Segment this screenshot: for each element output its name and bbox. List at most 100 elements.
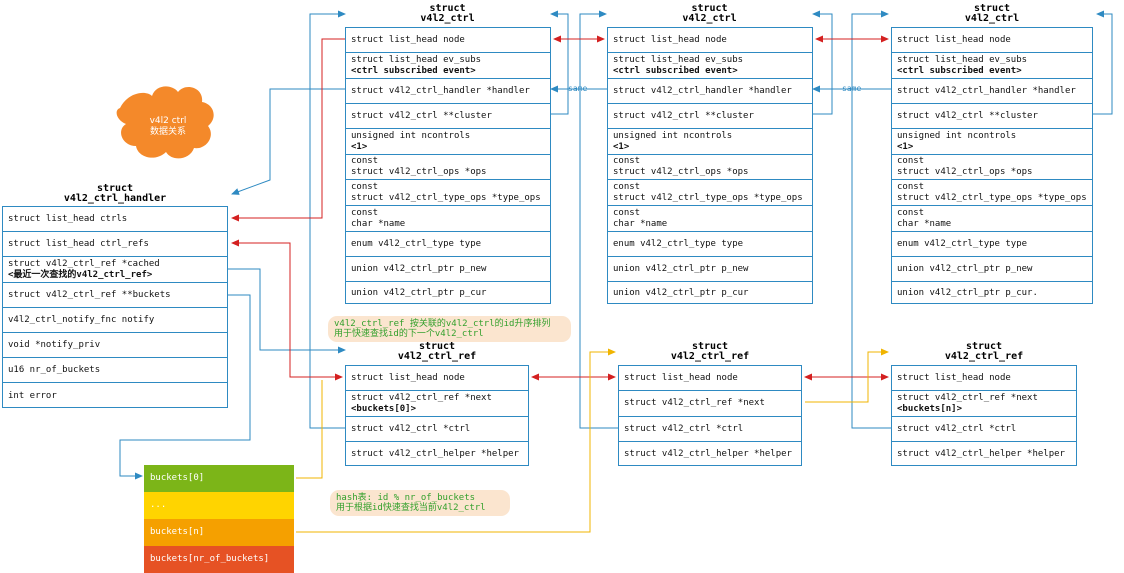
- ref-2-field-1-line-0: struct v4l2_ctrl_ref *next: [624, 398, 765, 408]
- ctrl-2-field-3-line-0: struct v4l2_ctrl **cluster: [613, 110, 754, 121]
- ctrl-title-3: struct v4l2_ctrl: [891, 4, 1093, 24]
- ctrl-1-field-2: struct v4l2_ctrl_handler *handler: [346, 79, 550, 104]
- ctrl-title-1: struct v4l2_ctrl: [345, 4, 550, 24]
- handler-field-0-line-0: struct list_head ctrls: [8, 213, 128, 224]
- bucket-last: buckets[nr_of_buckets]: [144, 546, 294, 573]
- ctrl-1-field-6-line-0: const: [351, 181, 379, 192]
- ctrl-1-field-8-line-0: enum v4l2_ctrl_type type: [351, 238, 482, 249]
- ctrl-1-field-4-line-1: <1>: [351, 141, 368, 152]
- handler-title-kw: struct: [96, 183, 134, 194]
- ctrl-1-field-7-line-1: char *name: [351, 218, 406, 229]
- bucket-ellipsis: ...: [144, 492, 294, 519]
- ctrl-2-field-1: struct list_head ev_subs<ctrl subscribed…: [608, 53, 812, 79]
- ctrl-2-field-5-line-0: const: [613, 156, 641, 166]
- handler-struct: struct list_head ctrls struct list_head c…: [2, 206, 228, 408]
- handler-field-5: void *notify_priv: [3, 333, 227, 358]
- ref-2-field-2-line-0: struct v4l2_ctrl *ctrl: [624, 423, 744, 434]
- leaf-caption: v4l2 ctrl 数据关系: [128, 116, 208, 138]
- next-links: [296, 348, 889, 533]
- same-label-1: same: [568, 84, 588, 93]
- ctrl-title-1-name: v4l2_ctrl: [420, 13, 475, 24]
- ref-1-field-3: struct v4l2_ctrl_helper *helper: [346, 442, 528, 467]
- ctrl-2-field-2: struct v4l2_ctrl_handler *handler: [608, 79, 812, 104]
- handler-field-4: v4l2_ctrl_notify_fnc notify: [3, 308, 227, 333]
- ctrl-3-field-9: union v4l2_ctrl_ptr p_new: [892, 257, 1092, 282]
- ctrl-3-field-1: struct list_head ev_subs<ctrl subscribed…: [892, 53, 1092, 79]
- ctrl-2-field-9-line-0: union v4l2_ctrl_ptr p_new: [613, 263, 749, 274]
- ref-2-field-0: struct list_head node: [619, 366, 801, 391]
- handler-field-0: struct list_head ctrls: [3, 207, 227, 232]
- leaf-shape: [116, 86, 214, 159]
- note-hash-table-line-1: hash表: id % nr_of_buckets: [336, 493, 476, 503]
- ctrl-1-field-4-line-0: unsigned int ncontrols: [351, 130, 471, 141]
- same-label-2: same: [842, 84, 862, 93]
- ref-title-1-kw: struct: [418, 341, 456, 352]
- ref-title-2-kw: struct: [691, 341, 729, 352]
- ctrl-2-field-0-line-0: struct list_head node: [613, 34, 727, 45]
- handler-field-7-line-0: int error: [8, 390, 57, 401]
- ref-title-3-kw: struct: [965, 341, 1003, 352]
- ref-2-field-2: struct v4l2_ctrl *ctrl: [619, 417, 801, 442]
- handler-field-2-line-0: struct v4l2_ctrl_ref *cached: [8, 258, 160, 269]
- handler-field-3-line-0: struct v4l2_ctrl_ref **buckets: [8, 289, 171, 300]
- ref-2-field-3: struct v4l2_ctrl_helper *helper: [619, 442, 801, 467]
- ref-struct-2: struct list_head node struct v4l2_ctrl_re…: [618, 365, 802, 466]
- handler-field-1-line-0: struct list_head ctrl_refs: [8, 238, 149, 249]
- ctrl-3-field-4-line-0: unsigned int ncontrols: [897, 130, 1017, 141]
- handler-field-5-line-0: void *notify_priv: [8, 339, 101, 350]
- ctrl-2-field-9: union v4l2_ctrl_ptr p_new: [608, 257, 812, 282]
- ref-title-3: struct v4l2_ctrl_ref: [891, 342, 1077, 362]
- ctrl-struct-2: struct list_head node struct list_head ev…: [607, 27, 813, 304]
- ctrl-3-field-3: struct v4l2_ctrl **cluster: [892, 104, 1092, 129]
- ref-1-field-1: struct v4l2_ctrl_ref *next<buckets[0]>: [346, 391, 528, 417]
- ctrl-2-field-6-line-1: struct v4l2_ctrl_type_ops *type_ops: [613, 192, 803, 203]
- ctrl-title-2-kw: struct: [691, 3, 728, 14]
- note-hash-table: hash表: id % nr_of_buckets 用于根据id快速查找当前v4…: [330, 490, 510, 516]
- ref-1-field-2-line-0: struct v4l2_ctrl *ctrl: [351, 423, 471, 434]
- ref-1-field-0-line-0: struct list_head node: [351, 372, 465, 383]
- handler-field-2-line-1: <最近一次查找的v4l2_ctrl_ref>: [8, 269, 153, 280]
- handler-field-1: struct list_head ctrl_refs: [3, 232, 227, 257]
- list-links: [231, 35, 889, 381]
- ctrl-3-field-4: unsigned int ncontrols<1>: [892, 129, 1092, 155]
- ctrl-2-field-4: unsigned int ncontrols<1>: [608, 129, 812, 155]
- handler-title-name: v4l2_ctrl_handler: [63, 193, 167, 204]
- ctrl-3-field-3-line-0: struct v4l2_ctrl **cluster: [897, 110, 1038, 121]
- bucket-0: buckets[0]: [144, 465, 294, 492]
- ctrl-title-1-kw: struct: [429, 3, 466, 14]
- ctrl-2-field-8-line-0: enum v4l2_ctrl_type type: [613, 238, 744, 249]
- ctrl-1-field-8: enum v4l2_ctrl_type type: [346, 232, 550, 257]
- ctrl-title-2: struct v4l2_ctrl: [607, 4, 812, 24]
- ctrl-2-field-1-line-0: struct list_head ev_subs: [613, 54, 744, 65]
- ctrl-3-field-6-line-1: struct v4l2_ctrl_type_ops *type_ops: [897, 192, 1087, 203]
- ctrl-1-field-3-line-0: struct v4l2_ctrl **cluster: [351, 110, 492, 121]
- ctrl-3-field-8-line-0: enum v4l2_ctrl_type type: [897, 238, 1028, 249]
- ref-1-field-0: struct list_head node: [346, 366, 528, 391]
- ref-title-1: struct v4l2_ctrl_ref: [345, 342, 529, 362]
- ref-1-field-1-line-1: <buckets[0]>: [351, 403, 417, 414]
- ctrl-3-field-10-line-0: union v4l2_ctrl_ptr p_cur.: [897, 288, 1038, 298]
- leaf-caption-line-2: 数据关系: [149, 127, 186, 137]
- ctrl-1-field-1: struct list_head ev_subs<ctrl subscribed…: [346, 53, 550, 79]
- ctrl-2-field-7-line-0: const: [613, 207, 641, 218]
- ctrl-3-field-1-line-0: struct list_head ev_subs: [897, 54, 1028, 65]
- ctrl-1-field-1-line-1: <ctrl subscribed event>: [351, 65, 476, 76]
- ctrl-3-field-10: union v4l2_ctrl_ptr p_cur.: [892, 282, 1092, 305]
- ctrl-1-field-9: union v4l2_ctrl_ptr p_new: [346, 257, 550, 282]
- handler-field-4-line-0: v4l2_ctrl_notify_fnc notify: [8, 314, 155, 325]
- ref-3-field-1: struct v4l2_ctrl_ref *next<buckets[n]>: [892, 391, 1076, 417]
- ctrl-3-field-7-line-0: const: [897, 207, 925, 218]
- ctrl-2-field-4-line-0: unsigned int ncontrols: [613, 130, 733, 141]
- ctrl-1-field-3: struct v4l2_ctrl **cluster: [346, 104, 550, 129]
- ctrl-1-field-1-line-0: struct list_head ev_subs: [351, 54, 482, 65]
- ctrl-3-field-1-line-1: <ctrl subscribed event>: [897, 65, 1022, 76]
